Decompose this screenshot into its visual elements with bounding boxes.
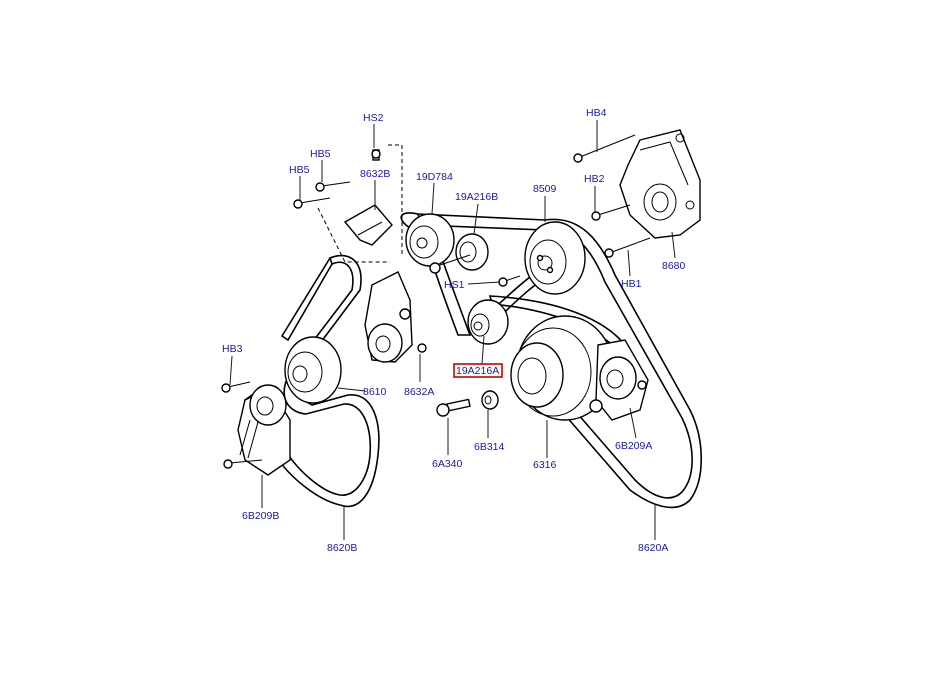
highlight-box-19a216a xyxy=(453,363,503,378)
bracket-8632b[interactable] xyxy=(317,144,403,263)
label-hb2[interactable]: HB2 xyxy=(584,173,605,185)
bolt-hs2[interactable] xyxy=(371,149,381,161)
washer-6b314[interactable] xyxy=(481,390,499,410)
part-labels: HS2 HB5 HB5 8632B 19D784 19A216B 8509 HB… xyxy=(222,107,686,554)
bolt-6a340[interactable] xyxy=(436,398,471,417)
idler-pulley-19a216a[interactable] xyxy=(467,299,509,345)
bolt-hb3[interactable] xyxy=(221,381,251,393)
bolt-hb1[interactable] xyxy=(604,237,651,258)
idler-pulley-19a216b[interactable] xyxy=(429,233,489,274)
label-19d784[interactable]: 19D784 xyxy=(416,171,453,183)
label-8680[interactable]: 8680 xyxy=(662,260,686,272)
label-6b314[interactable]: 6B314 xyxy=(474,441,505,453)
label-hb5-upper[interactable]: HB5 xyxy=(310,148,331,160)
label-hb5-lower[interactable]: HB5 xyxy=(289,164,310,176)
label-hb3[interactable]: HB3 xyxy=(222,343,243,355)
bolt-hb5-upper[interactable] xyxy=(315,181,351,192)
label-6316[interactable]: 6316 xyxy=(533,459,557,471)
tensioner-8632a[interactable] xyxy=(364,271,427,363)
label-6b209a[interactable]: 6B209A xyxy=(615,440,652,452)
label-6b209b[interactable]: 6B209B xyxy=(242,510,279,522)
label-8632a[interactable]: 8632A xyxy=(404,386,434,398)
label-hs2[interactable]: HS2 xyxy=(363,112,384,124)
label-19a216a[interactable]: 19A216A xyxy=(456,365,499,377)
bolt-hs1[interactable] xyxy=(498,275,521,287)
bolt-hb4[interactable] xyxy=(573,134,636,163)
pulley-8610[interactable] xyxy=(284,336,342,404)
label-19a216b[interactable]: 19A216B xyxy=(455,191,498,203)
pulley-8509[interactable] xyxy=(524,221,586,295)
label-8610[interactable]: 8610 xyxy=(363,386,387,398)
bolt-6b209b[interactable] xyxy=(223,459,263,469)
label-8509[interactable]: 8509 xyxy=(533,183,557,195)
bracket-8680[interactable] xyxy=(619,129,701,239)
tensioner-6b209b[interactable] xyxy=(237,384,291,476)
label-hs1[interactable]: HS1 xyxy=(444,279,465,291)
label-6a340[interactable]: 6A340 xyxy=(432,458,463,470)
leader-lines xyxy=(229,120,676,540)
label-8632b[interactable]: 8632B xyxy=(360,168,390,180)
tensioner-6b209a[interactable] xyxy=(589,339,649,421)
crankshaft-damper-6316[interactable] xyxy=(510,315,614,421)
label-8620a[interactable]: 8620A xyxy=(638,542,668,554)
label-hb1[interactable]: HB1 xyxy=(621,278,642,290)
label-hb4[interactable]: HB4 xyxy=(586,107,607,119)
idler-pulley-19d784[interactable] xyxy=(405,213,455,267)
bolt-hb2[interactable] xyxy=(591,204,631,221)
bolt-hb5-lower[interactable] xyxy=(293,197,331,209)
label-8620b[interactable]: 8620B xyxy=(327,542,357,554)
